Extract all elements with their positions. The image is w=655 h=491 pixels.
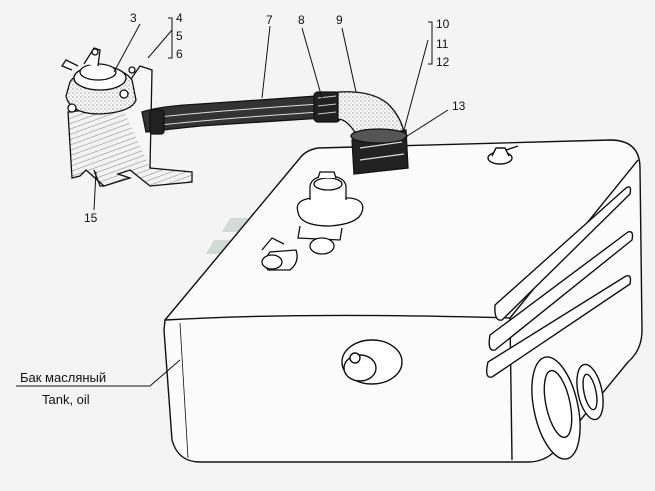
caption-russian: Бак масляный xyxy=(20,370,106,385)
callout-8: 8 xyxy=(298,13,305,27)
callout-5: 5 xyxy=(176,29,183,43)
filler-cap-assembly xyxy=(61,47,137,115)
callout-6: 6 xyxy=(176,47,183,61)
callout-10: 10 xyxy=(436,17,450,31)
callout-numbers: 3 4 5 6 7 8 9 10 11 12 13 15 xyxy=(84,11,466,225)
callout-11: 11 xyxy=(436,37,449,51)
caption-english: Tank, oil xyxy=(42,392,90,407)
filler-neck xyxy=(261,171,364,271)
callout-9: 9 xyxy=(336,13,343,27)
leader-lines xyxy=(16,17,449,387)
hose-clamp xyxy=(350,128,409,175)
callout-13: 13 xyxy=(452,99,466,113)
oil-tank-body xyxy=(163,139,643,463)
callout-15: 15 xyxy=(84,211,98,225)
callout-12: 12 xyxy=(436,55,450,69)
tank-caption: Бак масляный Tank, oil xyxy=(20,370,106,407)
callout-3: 3 xyxy=(130,11,137,25)
callout-7: 7 xyxy=(266,13,273,27)
callout-4: 4 xyxy=(176,11,183,25)
